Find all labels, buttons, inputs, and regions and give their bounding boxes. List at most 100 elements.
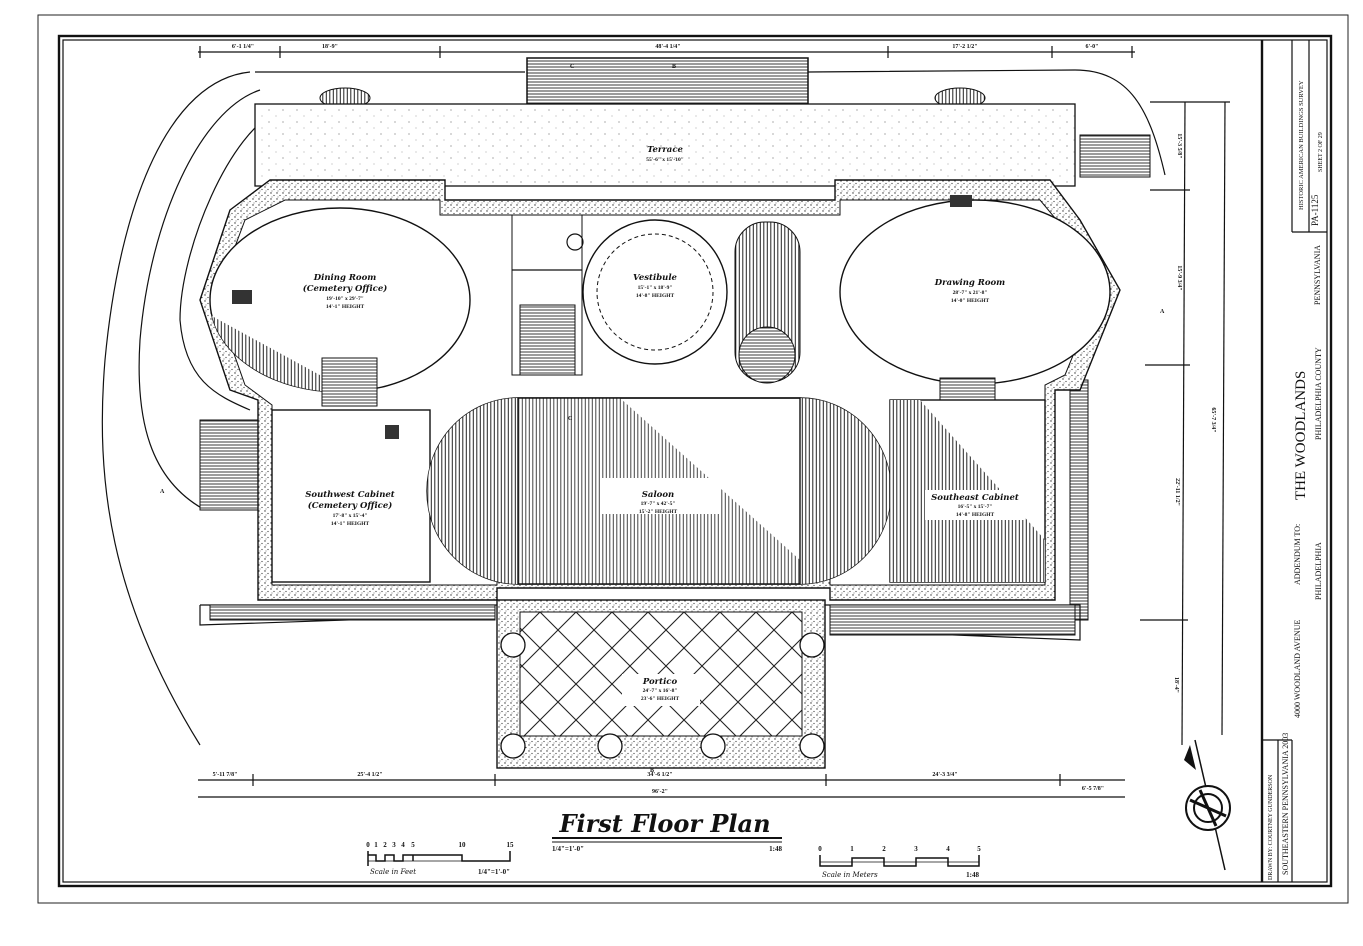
terrace-stair (1079, 134, 1151, 178)
dim-label: 65'-7 3/4" (1210, 407, 1216, 432)
dim-label: 6'-5 7/8" (1082, 786, 1104, 792)
room-size: 28'-7" x 21'-8" (953, 290, 988, 296)
section-marker-c: C (568, 416, 572, 422)
portico: Portico 24'-7" x 16'-8" 23'-6" HEIGHT (496, 599, 826, 769)
site-name: THE WOODLANDS (1293, 371, 1309, 500)
dimension-right: 15'-3 5/8" 15'-9 3/4" 22'-11 1/2" 18'-4"… (1140, 101, 1230, 746)
scale-tick: 2 (882, 845, 886, 853)
scale-caption: Scale in Meters (822, 871, 878, 879)
sheet-number: SHEET 2 OF 29 (1318, 132, 1324, 172)
habs-title-block: HISTORIC AMERICAN BUILDINGS SURVEY SHEET… (1260, 40, 1327, 882)
scale-tick: 10 (459, 841, 467, 849)
scale-tick: 5 (411, 841, 415, 849)
side-stair (199, 419, 261, 511)
survey-number: PA-1125 (1310, 194, 1320, 226)
room-name: Southeast Cabinet (931, 493, 1019, 503)
title-scale-metric: 1:48 (769, 845, 782, 853)
scale-tick: 0 (366, 841, 370, 849)
address: 4000 WOODLAND AVENUE (1293, 620, 1302, 718)
room-name: Southwest Cabinet (305, 490, 395, 500)
scale-ratio: 1:48 (966, 871, 979, 879)
room-name: Terrace (647, 145, 683, 155)
dim-label: 15'-3 5/8" (1176, 133, 1182, 158)
north-arrow-icon (1184, 739, 1231, 871)
dim-label: 48'-4 1/4" (655, 44, 680, 50)
hearth (232, 290, 252, 304)
drawn-by: DRAWN BY: COURTNEY GUNDERSON (1268, 774, 1274, 880)
drawing-title: First Floor Plan (558, 809, 770, 838)
scale-tick: 1 (850, 845, 854, 853)
scale-tick: 4 (401, 841, 405, 849)
room-dining: Dining Room (Cemetery Office) 19'-10" x … (209, 207, 471, 407)
room-height: 14'-8" HEIGHT (956, 512, 995, 518)
scale-ratio: 1/4"=1'-0" (478, 868, 510, 876)
section-marker-a: A (160, 489, 165, 495)
room-southeast-cabinet: Southeast Cabinet 16'-5" x 15'-7" 14'-8"… (889, 399, 1046, 583)
terrace: Terrace 55'-6" x 15'-10" (254, 103, 1076, 187)
room-southwest-cabinet: Southwest Cabinet (Cemetery Office) 17'-… (271, 409, 431, 583)
room-height: 14'-1" HEIGHT (326, 304, 365, 310)
section-marker-c: C (570, 64, 574, 70)
scale-tick: 1 (374, 841, 378, 849)
scale-tick: 0 (818, 845, 822, 853)
room-size: 17'-8" x 15'-4" (333, 513, 368, 519)
dim-label: 24'-3 3/4" (932, 772, 957, 778)
dim-label: 34'-6 1/2" (647, 772, 672, 778)
room-name: Dining Room (313, 273, 377, 283)
service-area (511, 214, 584, 376)
scale-tick: 15 (507, 841, 515, 849)
survey-name: HISTORIC AMERICAN BUILDINGS SURVEY (1298, 80, 1305, 210)
main-stair (734, 221, 801, 384)
site-boundary (101, 69, 1166, 746)
room-name: Vestibule (633, 273, 678, 283)
scale-bar-feet: 0 1 2 3 4 5 10 15 Scale in Feet 1/4"=1'-… (366, 841, 514, 876)
title-scale-imperial: 1/4"=1'-0" (552, 845, 584, 853)
room-name: Portico (642, 677, 678, 687)
addendum-label: ADDENDUM TO: (1293, 524, 1302, 585)
scale-tick: 3 (914, 845, 918, 853)
room-drawing: Drawing Room 28'-7" x 21'-8" 14'-0" HEIG… (839, 195, 1111, 434)
scale-tick: 3 (392, 841, 396, 849)
fireplace (321, 357, 378, 407)
scale-caption: Scale in Feet (370, 868, 416, 876)
section-markers: C B C A A B (160, 64, 1165, 774)
dim-label: 5'-11 7/8" (213, 772, 238, 778)
room-size: 24'-7" x 16'-8" (643, 688, 678, 694)
dim-label: 22'-11 1/2" (1174, 478, 1180, 506)
state: PENNSYLVANIA (1313, 245, 1322, 305)
room-height: 23'-6" HEIGHT (641, 696, 680, 702)
scale-tick: 4 (946, 845, 950, 853)
dim-label: 6'-1 1/4" (232, 44, 254, 50)
section-marker-b: B (672, 64, 676, 70)
room-name: Drawing Room (934, 278, 1005, 288)
project-name: SOUTHEASTERN PENNSYLVANIA 2003 (1281, 733, 1290, 875)
room-name: Saloon (642, 490, 674, 500)
room-size: 16'-5" x 15'-7" (958, 504, 993, 510)
sheet-border (37, 14, 1349, 904)
room-size: 15'-1" x 18'-9" (638, 285, 673, 291)
room-height: 14'-8" HEIGHT (636, 293, 675, 299)
service-stair (519, 304, 576, 376)
room-height: 15'-2" HEIGHT (639, 509, 678, 515)
drawing-border (57, 34, 1333, 888)
room-height: 14'-0" HEIGHT (951, 298, 990, 304)
scale-tick: 5 (977, 845, 981, 853)
county: PHILADELPHIA COUNTY (1314, 347, 1323, 440)
dim-label: 18'-4" (1173, 677, 1179, 693)
north-steps (526, 57, 809, 105)
section-marker-b: B (650, 768, 654, 774)
room-size: 19'-7" x 42'-5" (641, 501, 676, 507)
dim-label: 17'-2 1/2" (952, 44, 977, 50)
scale-bar-meters: 0 1 2 3 4 5 Scale in Meters 1:48 (818, 845, 981, 879)
room-subname: (Cemetery Office) (308, 500, 393, 511)
scale-tick: 2 (383, 841, 387, 849)
dimension-top: 6'-1 1/4" 18'-9" 48'-4 1/4" 17'-2 1/2" 6… (198, 44, 1135, 58)
room-subname: (Cemetery Office) (303, 283, 388, 294)
dimension-bottom: 5'-11 7/8" 25'-4 1/2" 34'-6 1/2" 24'-3 3… (198, 772, 1125, 798)
dim-label: 96'-2" (652, 789, 668, 795)
room-height: 14'-1" HEIGHT (331, 521, 370, 527)
dim-label: 15'-9 3/4" (1176, 265, 1182, 290)
city: PHILADELPHIA (1314, 542, 1323, 600)
room-saloon: Saloon 19'-7" x 42'-5" 15'-2" HEIGHT (426, 397, 892, 585)
